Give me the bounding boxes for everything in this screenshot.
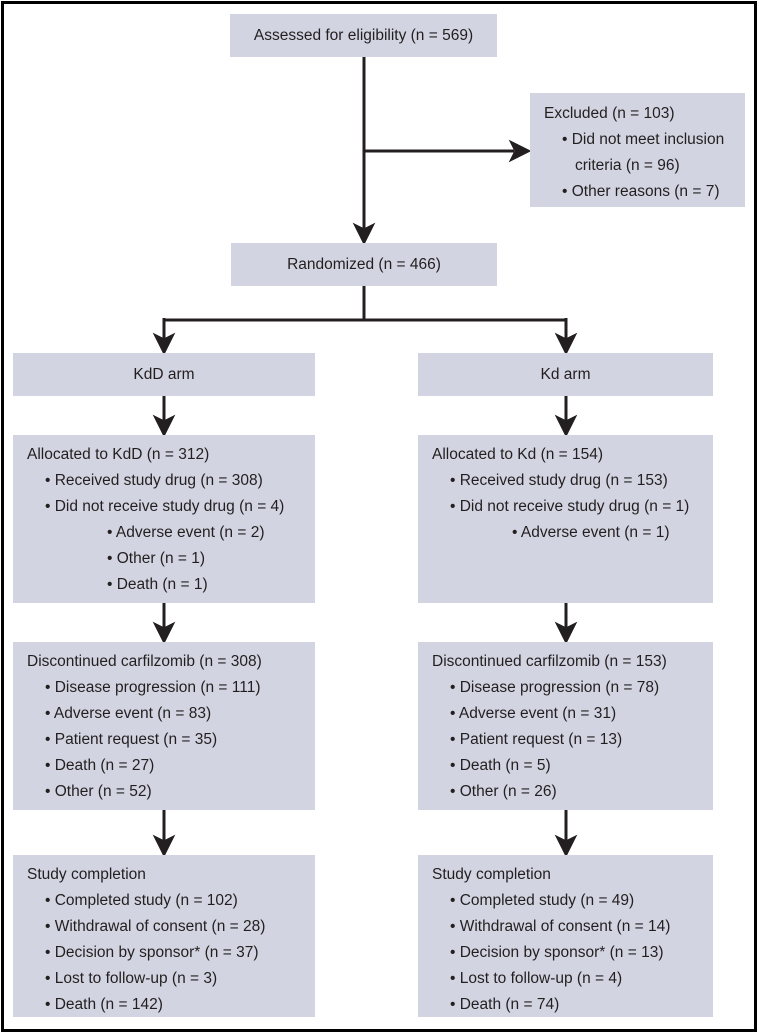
list-item: • Adverse event (n = 1): [512, 524, 670, 541]
box-assessed: Assessed for eligibility (n = 569): [230, 14, 497, 57]
box-allocated-kd-title: Allocated to Kd (n = 154): [432, 446, 604, 463]
arrow-down-icon: [152, 414, 176, 438]
box-allocated-kd: Allocated to Kd (n = 154) • Received stu…: [418, 435, 713, 603]
box-kdd-arm: KdD arm: [13, 353, 315, 396]
arrow-right-icon: [508, 139, 532, 163]
list-item: • Patient request (n = 13): [450, 731, 623, 748]
list-item: • Completed study (n = 102): [45, 892, 238, 909]
arrow-down-icon: [554, 332, 578, 356]
list-item: • Other reasons (n = 7): [562, 183, 720, 200]
arrow-down-icon: [554, 834, 578, 858]
box-assessed-title: Assessed for eligibility (n = 569): [253, 26, 474, 44]
list-item: • Death (n = 1): [107, 576, 208, 593]
box-discontinued-kdd: Discontinued carfilzomib (n = 308) • Dis…: [13, 642, 315, 810]
arrow-down-icon: [554, 414, 578, 438]
list-item: • Death (n = 74): [450, 996, 560, 1013]
list-item: • Withdrawal of consent (n = 28): [45, 918, 266, 935]
list-item: • Other (n = 52): [45, 783, 152, 800]
list-item: • Disease progression (n = 78): [450, 679, 660, 696]
list-item: • Lost to follow-up (n = 3): [45, 970, 218, 987]
list-item: • Did not meet inclusion criteria (n = 9…: [562, 131, 725, 174]
list-item: • Decision by sponsor* (n = 37): [45, 944, 259, 961]
arrow-down-icon: [554, 621, 578, 645]
box-completion-kdd-title: Study completion: [27, 866, 146, 883]
box-discontinued-kd: Discontinued carfilzomib (n = 153) • Dis…: [418, 642, 713, 810]
list-item: • Patient request (n = 35): [45, 731, 218, 748]
list-item: • Adverse event (n = 2): [107, 524, 265, 541]
list-item: • Withdrawal of consent (n = 14): [450, 918, 671, 935]
box-discontinued-kd-title: Discontinued carfilzomib (n = 153): [432, 653, 667, 670]
box-excluded-title: Excluded (n = 103): [544, 105, 675, 122]
arrow-down-icon: [152, 332, 176, 356]
list-item: • Death (n = 5): [450, 757, 551, 774]
box-discontinued-kdd-title: Discontinued carfilzomib (n = 308): [27, 653, 262, 670]
list-item: • Death (n = 142): [45, 996, 163, 1013]
box-excluded: Excluded (n = 103) • Did not meet inclus…: [530, 93, 745, 207]
box-randomized-title: Randomized (n = 466): [287, 255, 441, 273]
list-item: • Disease progression (n = 111): [45, 679, 261, 696]
box-kd-arm-title: Kd arm: [540, 365, 591, 383]
arrow-down-icon: [352, 222, 376, 246]
list-item: • Adverse event (n = 83): [45, 705, 212, 722]
box-completion-kd: Study completion • Completed study (n = …: [418, 855, 713, 1017]
box-allocated-kdd-title: Allocated to KdD (n = 312): [27, 446, 210, 463]
list-item: • Other (n = 26): [450, 783, 557, 800]
list-item: • Did not receive study drug (n = 1): [450, 498, 690, 515]
list-item: • Did not receive study drug (n = 4): [45, 498, 285, 515]
box-completion-kd-title: Study completion: [432, 866, 551, 883]
list-item: • Adverse event (n = 31): [450, 705, 617, 722]
list-item: • Received study drug (n = 153): [450, 472, 668, 489]
box-allocated-kdd: Allocated to KdD (n = 312) • Received st…: [13, 435, 315, 603]
list-item: • Death (n = 27): [45, 757, 155, 774]
arrow-down-icon: [152, 621, 176, 645]
list-item: • Other (n = 1): [107, 550, 206, 567]
box-kd-arm: Kd arm: [418, 353, 713, 396]
list-item: • Decision by sponsor* (n = 13): [450, 944, 664, 961]
list-item: • Completed study (n = 49): [450, 892, 635, 909]
box-randomized: Randomized (n = 466): [231, 243, 497, 286]
list-item: • Received study drug (n = 308): [45, 472, 263, 489]
list-item: • Lost to follow-up (n = 4): [450, 970, 623, 987]
box-completion-kdd: Study completion • Completed study (n = …: [13, 855, 315, 1017]
box-kdd-arm-title: KdD arm: [133, 365, 195, 383]
arrow-down-icon: [152, 834, 176, 858]
